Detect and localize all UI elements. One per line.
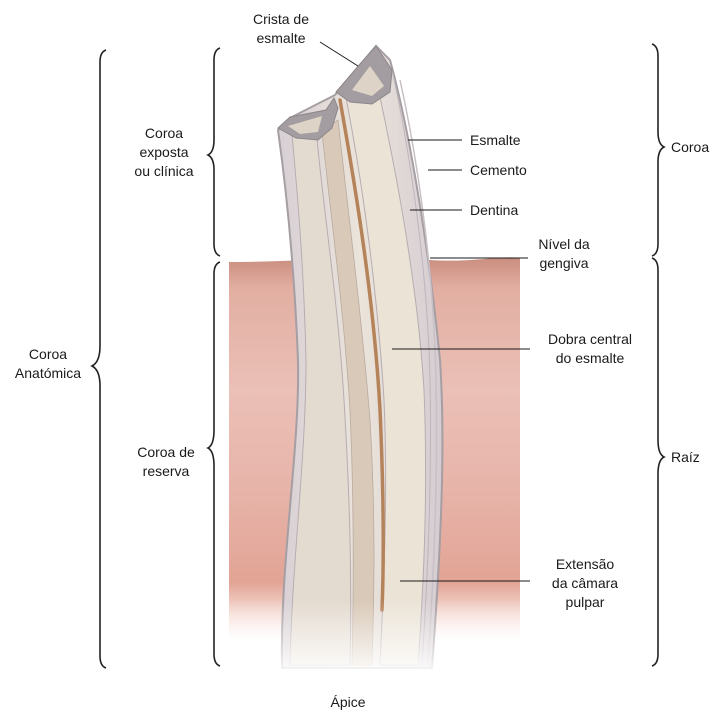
label-coroa-exposta: Coroa exposta ou clínica — [134, 124, 193, 181]
label-nivel-da-gengiva: Nível da gengiva — [538, 235, 589, 273]
label-coroa-exposta-line2: exposta — [134, 143, 193, 162]
label-cemento: Cemento — [470, 161, 527, 180]
label-coroa-de-reserva: Coroa de reserva — [137, 443, 195, 481]
label-raiz: Raíz — [671, 448, 700, 467]
label-extensao-line1: Extensão — [552, 555, 618, 574]
label-coroa-exposta-line1: Coroa — [134, 124, 193, 143]
tooth — [278, 46, 442, 668]
label-crista-line2: esmalte — [253, 29, 309, 48]
leader-crista — [320, 42, 358, 66]
label-extensao-line2: da câmara — [552, 574, 618, 593]
label-nivel-line1: Nível da — [538, 235, 589, 254]
label-coroa-anatomica-line2: Anatómica — [15, 364, 81, 383]
label-dobra-line1: Dobra central — [548, 330, 632, 349]
label-dobra-line2: do esmalte — [548, 349, 632, 368]
label-apice: Ápice — [330, 693, 365, 712]
bracket-coroa — [652, 44, 664, 256]
bracket-raiz — [652, 258, 664, 666]
apex-fade — [220, 600, 540, 675]
label-coroa-reserva-line2: reserva — [137, 462, 195, 481]
bracket-coroa-reserva — [208, 262, 220, 666]
label-coroa: Coroa — [671, 138, 709, 157]
label-esmalte: Esmalte — [470, 131, 521, 150]
label-crista-de-esmalte: Crista de esmalte — [253, 10, 309, 48]
bracket-coroa-exposta — [208, 48, 220, 256]
label-coroa-exposta-line3: ou clínica — [134, 162, 193, 181]
label-coroa-anatomica: Coroa Anatómica — [15, 345, 81, 383]
label-extensao-camara-pulpar: Extensão da câmara pulpar — [552, 555, 618, 612]
label-dobra-central: Dobra central do esmalte — [548, 330, 632, 368]
label-extensao-line3: pulpar — [552, 593, 618, 612]
label-crista-line1: Crista de — [253, 10, 309, 29]
label-coroa-reserva-line1: Coroa de — [137, 443, 195, 462]
label-nivel-line2: gengiva — [538, 254, 589, 273]
label-dentina: Dentina — [470, 201, 518, 220]
bracket-coroa-anatomica — [92, 50, 106, 668]
label-coroa-anatomica-line1: Coroa — [15, 345, 81, 364]
